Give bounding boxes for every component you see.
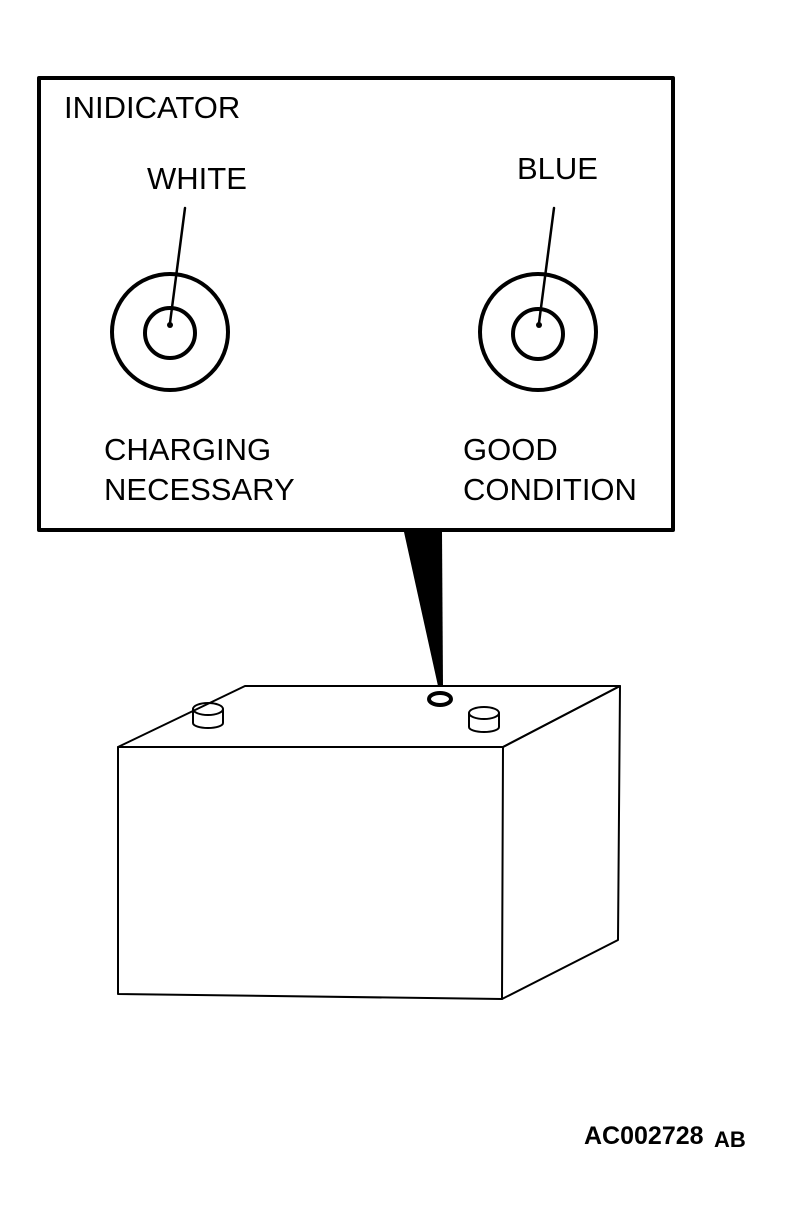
blue-indicator-outer-ring [478,272,598,392]
white-indicator-outer-ring [110,272,230,392]
blue-indicator-inner-ring [511,307,565,361]
callout-frame [37,76,675,532]
white-color-label: WHITE [147,161,247,196]
indicator-callout: INIDICATOR WHITE CHARGING NECESSARY BLUE… [37,76,675,532]
battery-side-face [501,685,621,1000]
battery-terminal-left [192,702,224,729]
blue-status-line2: CONDITION [463,472,637,507]
figure-code-suffix: AB [714,1127,746,1152]
battery [117,685,621,1000]
figure-code-main: AC002728 [584,1122,704,1150]
white-leader-line [168,206,187,325]
callout-pointer [404,532,443,686]
callout-title: INIDICATOR [64,90,240,125]
figure-code: AC002728 AB [584,1122,746,1152]
blue-color-label: BLUE [517,151,598,186]
battery-terminal-right [468,706,500,733]
white-indicator-inner-ring [143,306,197,360]
white-leader-dot [167,322,173,328]
white-status-line2: NECESSARY [104,472,295,507]
blue-leader-line [537,206,556,325]
blue-leader-dot [536,322,542,328]
battery-front-face [117,746,504,1000]
battery-indicator-eye [427,691,453,707]
blue-status-line1: GOOD [463,432,558,467]
white-indicator: WHITE CHARGING NECESSARY [104,161,295,507]
white-status-line1: CHARGING [104,432,271,467]
blue-indicator: BLUE GOOD CONDITION [463,151,637,507]
